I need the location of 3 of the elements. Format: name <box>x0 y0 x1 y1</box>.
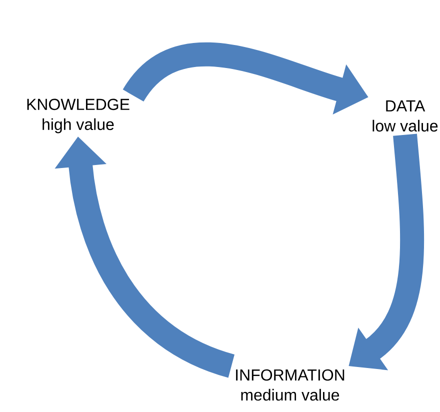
node-label: INFORMATION medium value <box>236 369 344 401</box>
node-label: DATA low value <box>372 100 438 132</box>
node-label: KNOWLEDGE high value <box>27 98 130 134</box>
